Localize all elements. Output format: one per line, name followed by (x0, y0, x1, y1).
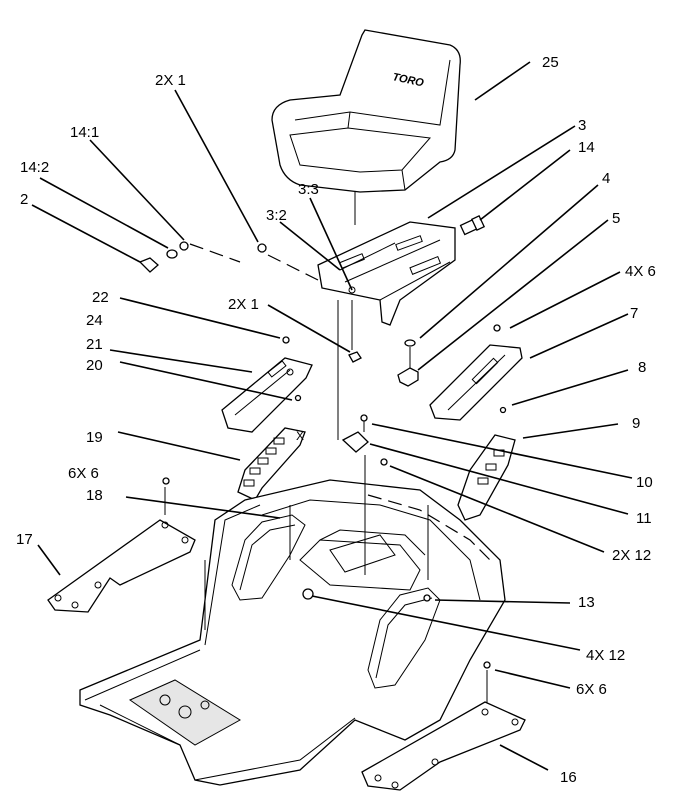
knob-part-5 (397, 367, 419, 387)
screw-part-6x6-right (483, 661, 491, 669)
callout-3-2: 3:2 (266, 207, 287, 224)
washer-part-11 (380, 458, 388, 466)
knob-part-4x12 (302, 588, 314, 600)
callout-8: 8 (638, 359, 646, 376)
screw-part-4x6 (493, 324, 501, 332)
screw-part-6x6-left (162, 477, 170, 485)
latch-assembly (138, 241, 241, 273)
callout-4x6: 4X 6 (625, 263, 656, 280)
seat-adjust-knob (459, 215, 486, 236)
callout-4: 4 (602, 170, 610, 187)
washer-part-4 (404, 339, 416, 347)
callout-11: 11 (636, 510, 652, 527)
console-plate-7 (429, 344, 523, 421)
callout-2: 2 (20, 191, 28, 208)
callout-16: 16 (560, 769, 577, 786)
callout-22: 22 (92, 289, 109, 306)
callout-2x12: 2X 12 (612, 547, 651, 564)
callout-10: 10 (636, 474, 653, 491)
callout-19: 19 (86, 429, 103, 446)
callout-6x6-right: 6X 6 (576, 681, 607, 698)
callout-25: 25 (542, 54, 559, 71)
callout-4x12: 4X 12 (586, 647, 625, 664)
callout-20: 20 (86, 357, 103, 374)
callout-x-mark: X (296, 429, 304, 443)
screw-part-20 (294, 394, 302, 402)
callout-21: 21 (86, 336, 103, 353)
bracket-part-10 (341, 414, 369, 453)
callout-2x1-top: 2X 1 (155, 72, 186, 89)
fender-body (79, 479, 506, 786)
callout-13: 13 (578, 594, 595, 611)
screw-part-8 (499, 406, 507, 414)
callout-24: 24 (86, 312, 103, 329)
callout-14-2: 14:2 (20, 159, 49, 176)
callout-17: 17 (16, 531, 33, 548)
callout-14: 14 (578, 139, 595, 156)
side-plate-16 (361, 701, 526, 791)
bolt-part-1-upper (257, 243, 267, 253)
seat-mounting-plate (317, 221, 456, 326)
side-plate-17 (47, 519, 196, 613)
callout-2x1-mid: 2X 1 (228, 296, 259, 313)
leader-lines (31, 61, 633, 771)
callout-14-1: 14:1 (70, 124, 99, 141)
callout-9: 9 (632, 415, 640, 432)
callout-18: 18 (86, 487, 103, 504)
callout-3-3: 3:3 (298, 181, 319, 198)
callout-7: 7 (630, 305, 638, 322)
callout-6x6-left: 6X 6 (68, 465, 99, 482)
nut-part-1-lower (348, 351, 362, 363)
screw-part-22 (282, 336, 290, 344)
seat-part: TORO (271, 29, 461, 193)
callout-5: 5 (612, 210, 620, 227)
callout-3: 3 (578, 117, 586, 134)
screw-part-13 (423, 594, 431, 602)
